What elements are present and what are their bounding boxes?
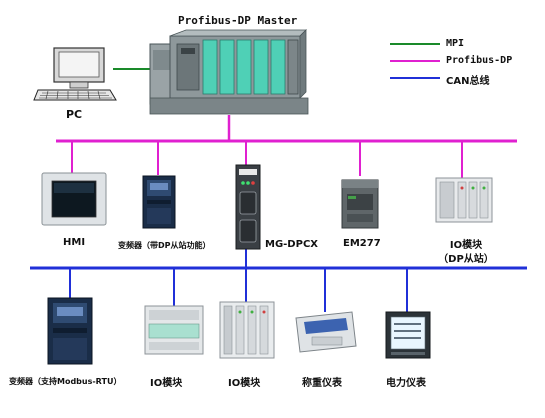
hmi-icon [41,172,107,226]
legend-mpi-label: MPI [446,38,465,49]
io-dp-slave-icon [435,177,493,223]
vfd-dp-icon [142,175,176,229]
io-dp-label-line2: （DP从站） [438,254,494,265]
pc-icon [33,47,117,101]
gateway-icon [235,164,261,250]
em277-label: EM277 [343,238,381,249]
io-module-2-label: IO模块 [228,378,261,389]
legend-profibus-label: Profibus-DP [446,55,513,66]
power-meter-label: 电力仪表 [386,378,426,389]
vfd-modbus-icon [47,297,93,365]
io-dp-label-line1: IO模块 [449,240,483,251]
io-module-1-icon [144,305,204,355]
pc-label: PC [66,108,83,121]
hmi-label: HMI [63,237,86,248]
vfd-modbus-label: 变频器（支持Modbus-RTU） [9,377,122,386]
legend-can-label: CAN总线 [446,76,490,87]
weighing-instrument-icon [295,311,357,353]
weighing-instrument-label: 称重仪表 [302,378,342,389]
plc-master-icon [149,29,309,115]
io-module-2-icon [219,301,275,359]
power-meter-icon [385,311,431,359]
gateway-label: MG-DPCX [265,239,318,250]
vfd-dp-label: 变频器（带DP从站功能） [118,241,211,250]
em277-icon [341,179,379,229]
io-module-1-label: IO模块 [150,378,183,389]
master-title: Profibus-DP Master [178,14,298,27]
